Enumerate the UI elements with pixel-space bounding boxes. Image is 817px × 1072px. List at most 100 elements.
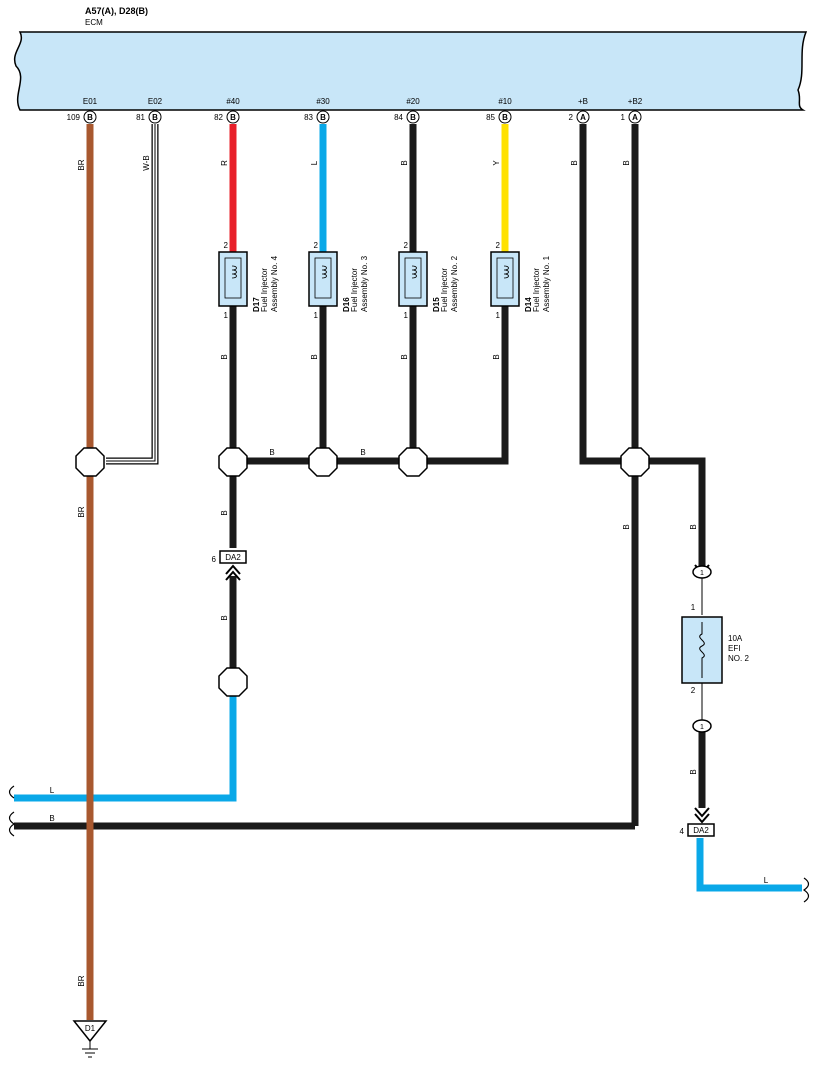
svg-text:+B: +B <box>578 97 588 106</box>
svg-text:B: B <box>492 354 501 359</box>
pin-30: #30 83 B <box>304 97 330 124</box>
svg-text:BR: BR <box>77 975 86 986</box>
junction-bottom <box>692 719 712 733</box>
svg-text:B: B <box>152 113 158 122</box>
svg-text:4: 4 <box>680 827 685 836</box>
svg-text:1: 1 <box>621 113 626 122</box>
svg-text:DA2: DA2 <box>693 826 709 835</box>
svg-text:B: B <box>310 354 319 359</box>
svg-text:Assembly No. 4: Assembly No. 4 <box>270 255 279 312</box>
svg-text:B: B <box>622 524 631 529</box>
svg-text:Fuel Injector: Fuel Injector <box>532 268 541 312</box>
svg-text:R: R <box>220 160 229 166</box>
svg-text:EFI: EFI <box>728 644 740 653</box>
svg-text:L: L <box>764 876 769 885</box>
svg-text:1: 1 <box>691 603 696 612</box>
ecm-box <box>13 31 808 111</box>
svg-text:2: 2 <box>569 113 574 122</box>
svg-text:E01: E01 <box>83 97 98 106</box>
injectors: 2 1 D17 Fuel Injector Assembly No. 4 2 1… <box>218 241 551 320</box>
pin-40: #40 82 B <box>214 97 240 124</box>
wires <box>14 124 802 1020</box>
svg-text:84: 84 <box>394 113 403 122</box>
svg-text:D15: D15 <box>432 297 441 312</box>
svg-text:B: B <box>320 113 326 122</box>
svg-text:83: 83 <box>304 113 313 122</box>
splice-lower <box>218 667 248 697</box>
svg-text:2: 2 <box>404 241 409 250</box>
fuse-efi-no2: 1 1 10A EFI NO. 2 2 1 <box>681 564 749 733</box>
ecm-pins: E01 109 B E02 81 B #40 82 B #30 83 B #20… <box>67 97 643 124</box>
svg-text:Fuel Injector: Fuel Injector <box>260 268 269 312</box>
svg-text:2: 2 <box>496 241 501 250</box>
connector-da2-right: 4 DA2 <box>680 807 715 837</box>
svg-text:B: B <box>410 113 416 122</box>
injector-d14: 2 1 D14 Fuel Injector Assembly No. 1 <box>490 241 551 320</box>
svg-text:D16: D16 <box>342 297 351 312</box>
pin-plus-b: +B 2 A <box>569 97 590 124</box>
splice-inj4 <box>218 447 248 477</box>
svg-text:B: B <box>269 448 274 457</box>
svg-text:D17: D17 <box>252 297 261 312</box>
pin-e01: E01 109 B <box>67 97 98 124</box>
svg-text:L: L <box>50 786 55 795</box>
fuse-element <box>699 622 705 678</box>
svg-text:10A: 10A <box>728 634 743 643</box>
svg-text:B: B <box>87 113 93 122</box>
svg-text:B: B <box>502 113 508 122</box>
svg-text:+B2: +B2 <box>628 97 643 106</box>
svg-text:82: 82 <box>214 113 223 122</box>
svg-text:6: 6 <box>212 555 217 564</box>
svg-text:1: 1 <box>404 311 409 320</box>
splice-junctions <box>75 447 650 697</box>
svg-text:B: B <box>49 814 54 823</box>
svg-text:D14: D14 <box>524 297 533 312</box>
svg-text:81: 81 <box>136 113 145 122</box>
svg-text:E02: E02 <box>148 97 163 106</box>
svg-text:1: 1 <box>224 311 229 320</box>
svg-text:Assembly No. 3: Assembly No. 3 <box>360 255 369 312</box>
svg-text:B: B <box>230 113 236 122</box>
svg-text:109: 109 <box>67 113 81 122</box>
wire-labels: BR W-B R L B Y B B B B B B B B BR B B B … <box>49 155 768 986</box>
svg-text:#30: #30 <box>316 97 330 106</box>
svg-text:2: 2 <box>224 241 229 250</box>
svg-text:B: B <box>400 160 409 165</box>
ground-d1: D1 <box>72 1020 108 1058</box>
svg-text:B: B <box>570 160 579 165</box>
connector-title: A57(A), D28(B) <box>85 6 148 16</box>
svg-text:1: 1 <box>496 311 501 320</box>
wire-e02 <box>106 124 159 465</box>
pin-20: #20 84 B <box>394 97 420 124</box>
splice-plus-b <box>620 447 650 477</box>
svg-text:#20: #20 <box>406 97 420 106</box>
ecm-label: ECM <box>85 18 103 27</box>
splice-inj3 <box>308 447 338 477</box>
injector-d15: 2 1 D15 Fuel Injector Assembly No. 2 <box>398 241 459 320</box>
injector-d16: 2 1 D16 Fuel Injector Assembly No. 3 <box>308 241 369 320</box>
svg-text:1: 1 <box>700 724 704 731</box>
svg-text:2: 2 <box>691 686 696 695</box>
svg-text:D1: D1 <box>85 1024 96 1033</box>
svg-text:Assembly No. 1: Assembly No. 1 <box>542 255 551 312</box>
svg-text:B: B <box>622 160 631 165</box>
svg-text:1: 1 <box>700 570 704 577</box>
svg-text:W-B: W-B <box>142 155 151 170</box>
svg-text:L: L <box>310 160 319 165</box>
svg-text:B: B <box>360 448 365 457</box>
svg-text:A: A <box>632 113 638 122</box>
splice-inj2 <box>398 447 428 477</box>
wire-breaks <box>8 785 810 903</box>
svg-text:NO. 2: NO. 2 <box>728 654 749 663</box>
svg-text:Fuel Injector: Fuel Injector <box>440 268 449 312</box>
svg-text:B: B <box>400 354 409 359</box>
svg-text:BR: BR <box>77 506 86 517</box>
svg-text:85: 85 <box>486 113 495 122</box>
svg-text:1: 1 <box>314 311 319 320</box>
splice-e01 <box>75 447 105 477</box>
svg-text:Assembly No. 2: Assembly No. 2 <box>450 255 459 312</box>
svg-text:Fuel Injector: Fuel Injector <box>350 268 359 312</box>
svg-text:A: A <box>580 113 586 122</box>
svg-text:B: B <box>689 524 698 529</box>
